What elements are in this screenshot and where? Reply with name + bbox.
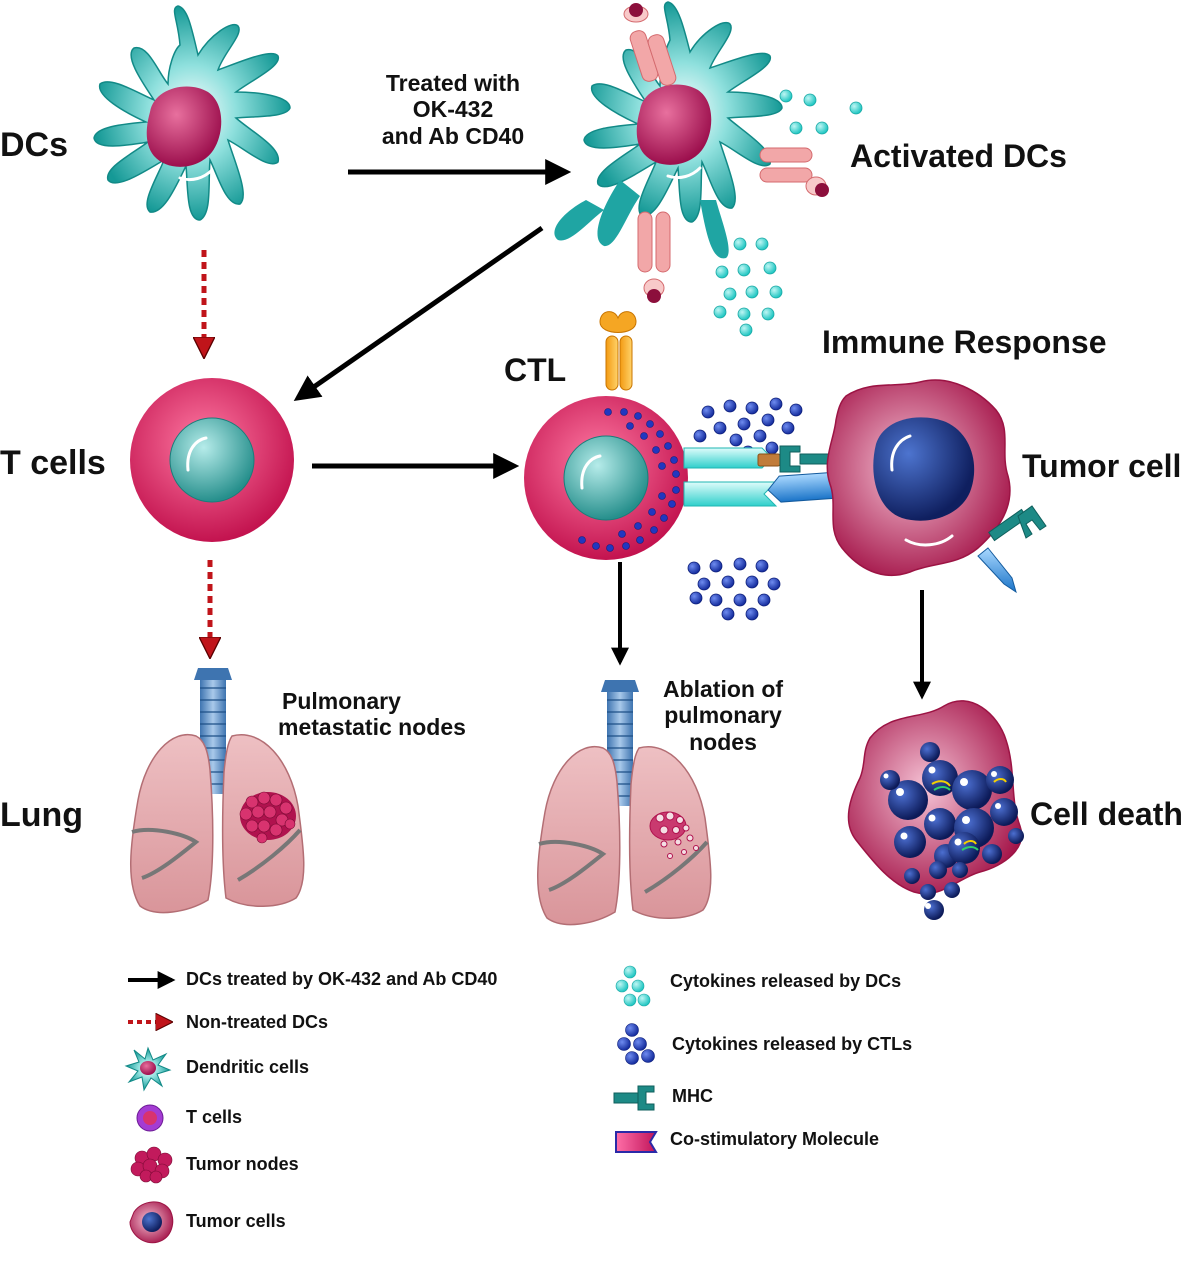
activated-dendritic-cell xyxy=(554,1,829,303)
cytokine-ctl-icon xyxy=(617,1023,655,1065)
label-treatment-line1: Treated with xyxy=(385,70,521,96)
dendritic-cell xyxy=(93,5,291,221)
receptor-top xyxy=(623,3,677,86)
cytokine-dc-icon xyxy=(615,965,651,1007)
label-immune-response: Immune Response xyxy=(822,324,1107,360)
receptor-bottom xyxy=(637,211,671,303)
label-pulmonary: Pulmonary metastatic nodes xyxy=(278,688,466,741)
legend-icons xyxy=(124,965,658,1244)
label-pulmonary-line1: Pulmonary xyxy=(282,688,401,714)
legend-cytokines-dcs: Cytokines released by DCs xyxy=(670,971,902,991)
ctl-cell xyxy=(524,396,688,560)
dying-tumor-cell xyxy=(847,700,1024,920)
mhc-icon xyxy=(613,1085,655,1111)
label-dcs: DCs xyxy=(0,126,69,164)
label-activated-dcs: Activated DCs xyxy=(850,138,1067,174)
legend-dendritic-cells: Dendritic cells xyxy=(186,1057,310,1077)
immune-synapse xyxy=(683,445,852,507)
tumor-nodes xyxy=(239,791,296,844)
lung-center xyxy=(537,680,712,926)
tumor-cell-icon xyxy=(129,1201,174,1244)
legend-dotted-arrow: Non-treated DCs xyxy=(186,1012,329,1032)
label-treatment-line3: and Ab CD40 xyxy=(381,122,525,149)
apoptotic-bodies xyxy=(880,742,1024,920)
receptor-right xyxy=(759,147,829,197)
arrow-activated-to-tcell xyxy=(293,225,544,401)
tumor-node-icon xyxy=(130,1146,173,1184)
label-ablation-line1: Ablation of xyxy=(662,676,784,702)
legend-t-cells: T cells xyxy=(186,1107,243,1127)
legend-solid-arrow: DCs treated by OK-432 and Ab CD40 xyxy=(186,969,498,989)
ablated-nodes xyxy=(649,811,699,859)
legend-tumor-cells: Tumor cells xyxy=(186,1211,286,1231)
label-treatment: Treated with OK-432 and Ab CD40 xyxy=(348,70,558,149)
label-ctl: CTL xyxy=(504,352,567,388)
legend-tumor-nodes: Tumor nodes xyxy=(186,1154,299,1174)
t-cell-receptor xyxy=(599,311,637,391)
arrows xyxy=(204,159,931,700)
label-pulmonary-line2: metastatic nodes xyxy=(278,714,466,741)
label-t-cells: T cells xyxy=(0,444,106,482)
dc-cytokines xyxy=(713,89,863,337)
label-ablation-line2: pulmonary xyxy=(664,702,782,729)
ctl-cytokines xyxy=(687,397,803,621)
label-ablation: Ablation of pulmonary nodes xyxy=(638,676,808,755)
label-cell-death: Cell death xyxy=(1030,796,1183,832)
t-cell-icon xyxy=(136,1104,164,1132)
label-tumor-cell: Tumor cell xyxy=(1022,448,1182,484)
legend-cytokines-ctls: Cytokines released by CTLs xyxy=(672,1034,913,1054)
label-lung: Lung xyxy=(0,796,84,834)
legend-mhc: MHC xyxy=(672,1086,713,1106)
label-ablation-line3: nodes xyxy=(689,728,757,755)
costimulatory-icon xyxy=(615,1131,658,1153)
dendritic-cell-icon xyxy=(124,1046,172,1092)
lung-left xyxy=(130,668,305,914)
t-cell xyxy=(130,378,294,542)
legend-costimulatory: Co-stimulatory Molecule xyxy=(670,1129,880,1149)
tumor-cell xyxy=(826,379,1047,594)
label-treatment-line2: OK-432 xyxy=(412,96,494,123)
